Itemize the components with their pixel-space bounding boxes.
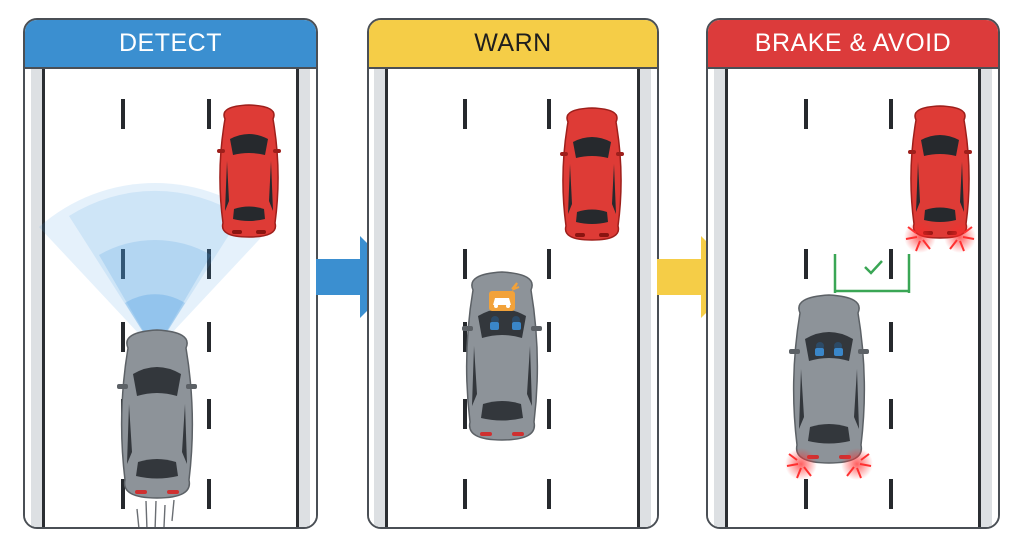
road-edge-line-right xyxy=(637,69,640,527)
road-scene-warn xyxy=(369,69,657,527)
step-header-warn: WARN xyxy=(369,20,657,69)
ego-car xyxy=(788,294,870,464)
road-edge-line-left xyxy=(385,69,388,527)
road-shoulder-right xyxy=(296,69,310,527)
driver-hands-icon xyxy=(815,342,843,356)
road-shoulder-right xyxy=(637,69,651,527)
step-title: DETECT xyxy=(119,29,222,57)
step-panel-warn: WARN xyxy=(367,18,659,529)
road-scene-detect xyxy=(25,69,316,527)
brake-light-glow-icon xyxy=(943,220,977,254)
road-edge-line-left xyxy=(725,69,728,527)
step-title: WARN xyxy=(474,29,552,57)
brake-light-glow-icon xyxy=(840,447,874,481)
collision-warning-icon xyxy=(489,282,520,311)
driver-hands-icon xyxy=(490,316,521,330)
brake-light-glow-icon xyxy=(784,447,818,481)
road-edge-line-left xyxy=(42,69,45,527)
lead-car xyxy=(907,105,973,239)
clearance-check-icon xyxy=(833,254,911,293)
step-header-detect: DETECT xyxy=(25,20,316,69)
step-panel-detect: DETECT xyxy=(23,18,318,529)
step-panel-brake-avoid: BRAKE & AVOID xyxy=(706,18,1000,529)
road-edge-line-right xyxy=(296,69,299,527)
road-edge-line-right xyxy=(978,69,981,527)
ego-car xyxy=(116,329,198,499)
lead-car xyxy=(216,104,282,238)
road-shoulder-left xyxy=(374,69,388,527)
brake-light-glow-icon xyxy=(903,220,937,254)
motion-lines-icon xyxy=(136,499,175,527)
road-shoulder-left xyxy=(31,69,45,527)
step-header-brake-avoid: BRAKE & AVOID xyxy=(708,20,998,69)
road-shoulder-left xyxy=(714,69,728,527)
road-shoulder-right xyxy=(978,69,992,527)
road-scene-brake-avoid xyxy=(708,69,998,527)
lead-car xyxy=(559,107,625,241)
step-title: BRAKE & AVOID xyxy=(754,29,952,57)
sensor-cone-icon xyxy=(39,183,271,351)
